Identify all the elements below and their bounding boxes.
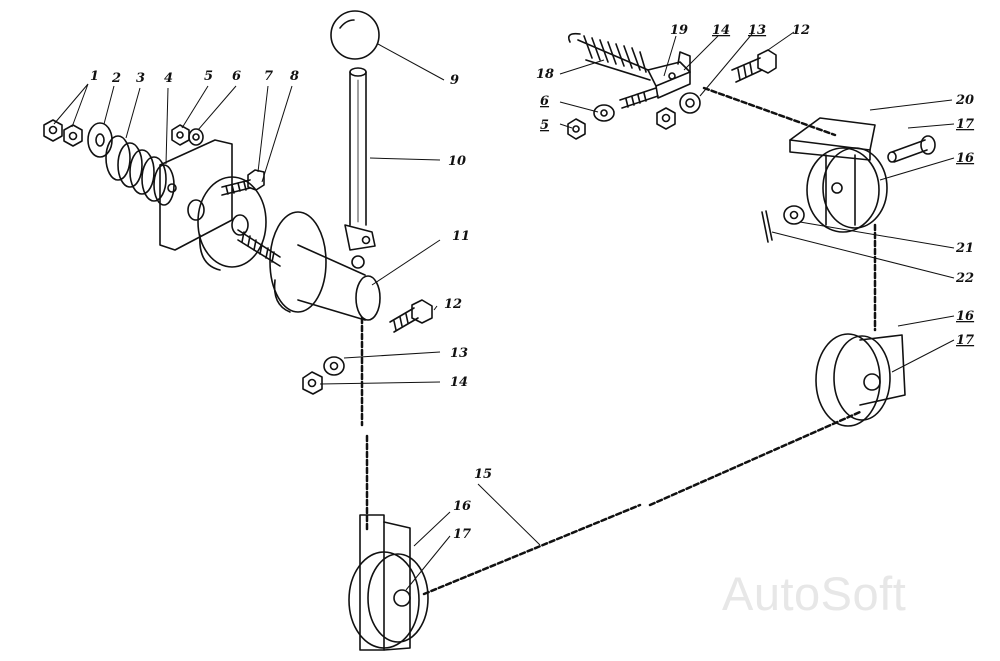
cable	[360, 86, 877, 596]
callout-16-bottom-right: 16	[956, 309, 974, 324]
threaded-rod	[237, 229, 281, 267]
callout-17-top: 17	[956, 117, 974, 132]
callout-7: 7	[264, 69, 273, 84]
callout-12-lower: 12	[444, 297, 462, 312]
nut-1	[43, 119, 83, 147]
bolt-7	[221, 169, 265, 196]
callout-8: 8	[290, 69, 299, 84]
callout-21: 21	[955, 241, 974, 256]
callout-20: 20	[955, 93, 974, 108]
callout-labels: 1 2 3 4 5 6 7 8 9 10 11 12 13 14 15 16 1…	[90, 23, 974, 542]
washer-6-top	[593, 104, 615, 122]
callout-16-bottom-left: 16	[453, 499, 471, 514]
callout-11: 11	[452, 229, 470, 244]
washer-21	[783, 205, 805, 225]
callout-3: 3	[136, 71, 145, 86]
callout-22: 22	[955, 271, 974, 286]
callout-5: 5	[204, 69, 213, 84]
callout-1: 1	[90, 69, 99, 84]
callout-17-bottom-right: 17	[956, 333, 974, 348]
spring-3	[105, 135, 175, 206]
callout-5-top: 5	[540, 118, 549, 133]
callout-19: 19	[670, 23, 688, 38]
nut-5-and-washer-6	[171, 124, 204, 146]
spring-18	[567, 32, 651, 81]
callout-18: 18	[536, 67, 554, 82]
nut-5-top	[567, 118, 586, 140]
callout-15: 15	[474, 467, 492, 482]
plate-4	[159, 139, 233, 251]
callout-6: 6	[232, 69, 241, 84]
washer-13-lower	[323, 356, 345, 376]
knob-9	[330, 10, 380, 60]
pin-17-top	[887, 135, 936, 163]
leader-lines	[53, 31, 955, 591]
washer-13-top	[679, 92, 701, 114]
lever-10	[349, 67, 367, 226]
bolt-12-top	[731, 49, 777, 83]
nut-14-top	[656, 107, 676, 130]
pulley-bottom-right	[815, 333, 906, 427]
pulley-bracket-20	[789, 117, 888, 233]
nut-14-lower	[302, 371, 323, 395]
washer-2	[87, 122, 113, 158]
callout-9: 9	[450, 73, 459, 88]
pulley-bottom-left	[348, 514, 429, 651]
callout-12-top: 12	[792, 23, 810, 38]
callout-13-lower: 13	[450, 346, 468, 361]
callout-17-bottom-left: 17	[453, 527, 471, 542]
watermark-text: AutoSoft	[722, 567, 907, 620]
callout-16-top: 16	[956, 151, 974, 166]
callout-6-top: 6	[540, 94, 549, 109]
callout-13-top: 13	[748, 23, 766, 38]
cotter-pin-22	[761, 210, 773, 243]
flange-disc	[269, 211, 327, 313]
bolt-12-lower	[389, 299, 433, 333]
threaded-end	[619, 87, 659, 109]
callout-14-top: 14	[712, 23, 730, 38]
callout-14-lower: 14	[450, 375, 468, 390]
callout-10: 10	[448, 154, 466, 169]
sleeve-11	[297, 224, 381, 321]
callout-4: 4	[164, 71, 173, 86]
callout-2: 2	[111, 71, 121, 86]
disc-8	[197, 176, 267, 271]
